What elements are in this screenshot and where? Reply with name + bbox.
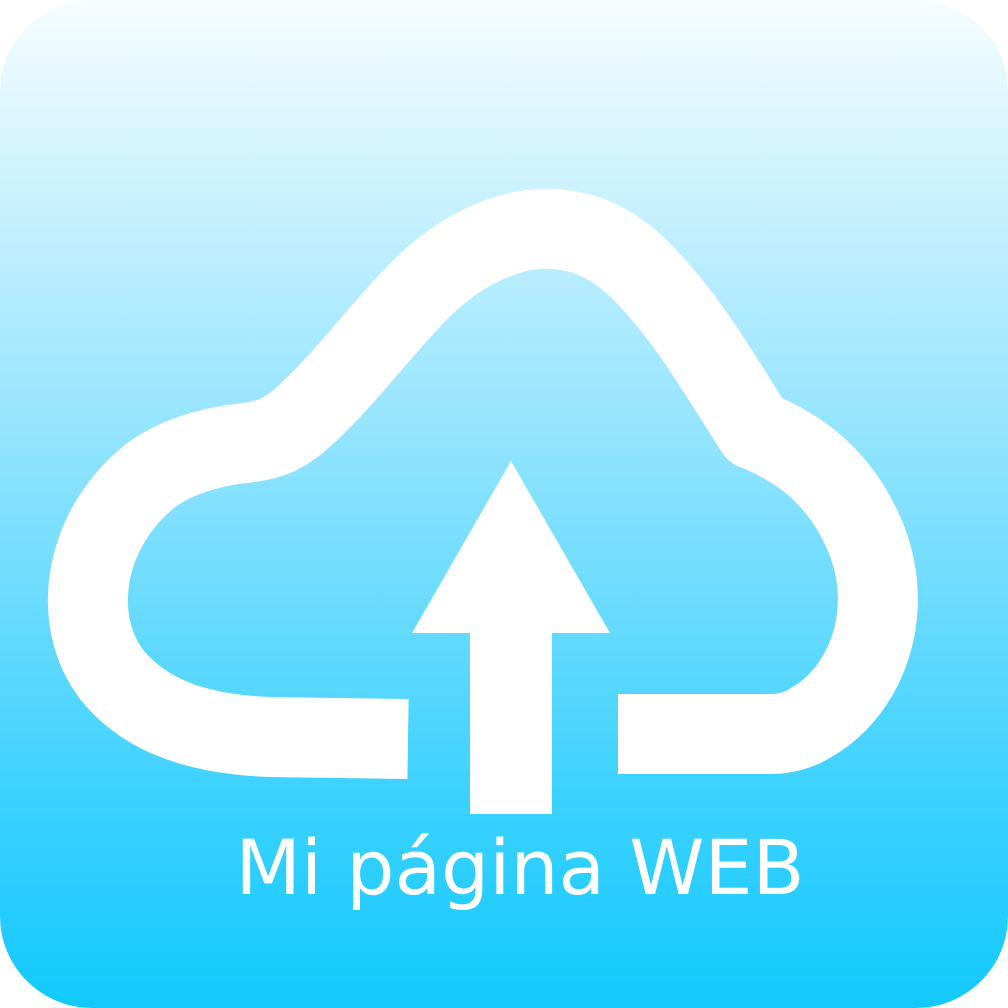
- app-icon-caption: Mi página WEB: [235, 823, 805, 912]
- arrow-shaft: [470, 628, 552, 814]
- arrow-head: [412, 461, 610, 633]
- cloud-outline: [47, 188, 918, 779]
